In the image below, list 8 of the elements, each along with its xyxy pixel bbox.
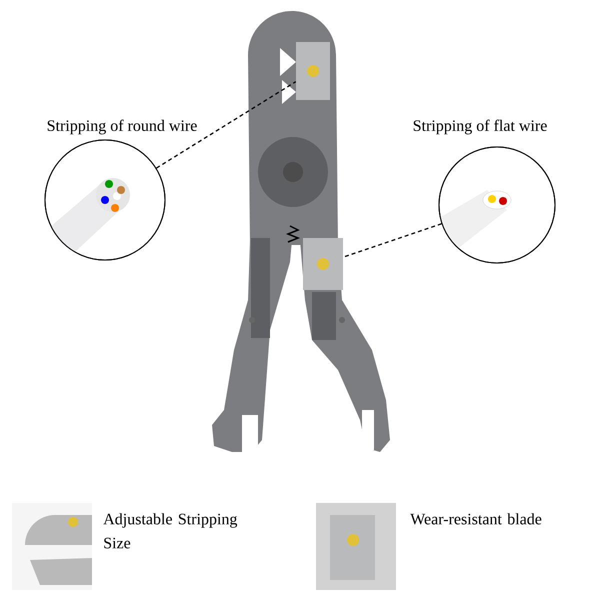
callout-heading: Stripping of round wire: [48, 120, 197, 134]
blade-plate: [303, 238, 343, 290]
leader-line: [343, 223, 442, 258]
leader-line: [156, 81, 296, 169]
callout-heading: Stripping of flat wire: [414, 120, 547, 134]
blade-plate: [296, 42, 330, 100]
feature-label: Adjustable Stripping Size: [103, 513, 238, 548]
feature-label: Wear-resistant blade: [410, 513, 542, 525]
